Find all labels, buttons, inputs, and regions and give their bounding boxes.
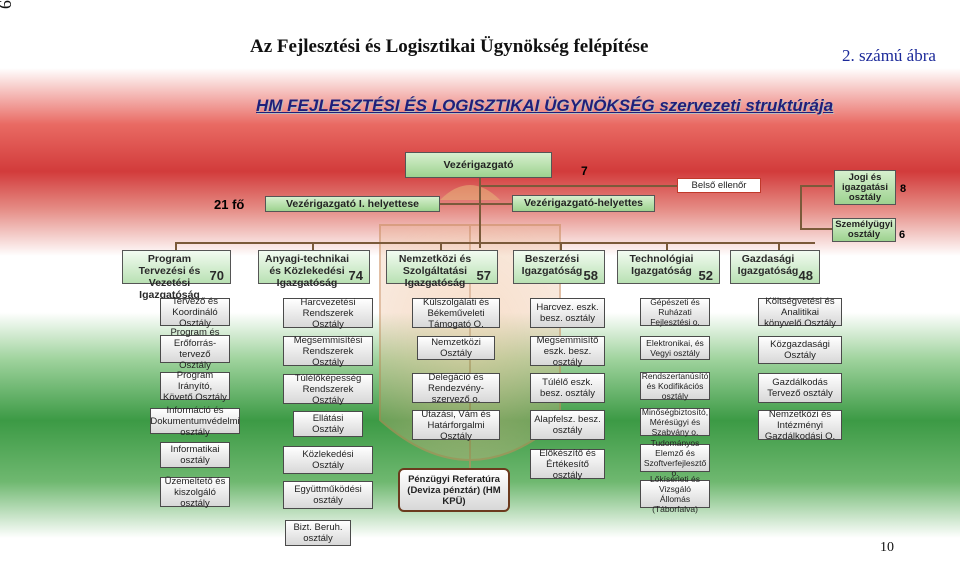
connector xyxy=(479,178,481,248)
dept-name: Beszerzési Igazgatóság xyxy=(521,253,583,277)
dept-international: Nemzetközi és Szolgáltatási Igazgatóság … xyxy=(386,250,498,289)
deputy2-box: Vezérigazgató-helyettes xyxy=(512,195,655,212)
connector xyxy=(560,242,562,250)
unit-box: Ellátási Osztály xyxy=(293,411,363,437)
unit-box: Informatikai osztály xyxy=(160,442,230,468)
dept-procurement: Beszerzési Igazgatóság 58 xyxy=(513,250,605,284)
connector xyxy=(312,242,314,250)
unit-box: Túlélőképesség Rendszerek Osztály xyxy=(283,373,373,406)
hr-box: Személyügyi osztály xyxy=(832,218,896,242)
unit-box: Pénzügyi Referatúra (Deviza pénztár) (HM… xyxy=(398,468,510,512)
unit-box: Közlekedési Osztály xyxy=(283,446,373,474)
unit-box: Költségvetési és Analitikai könyvelő Osz… xyxy=(758,296,842,329)
figure-label: 2. számú ábra xyxy=(842,46,936,65)
connector xyxy=(175,242,815,244)
unit-box: Program Irányító, Követő Osztály xyxy=(160,370,230,403)
dept-count: 52 xyxy=(698,268,713,283)
dept-economic: Gazdasági Igazgatóság 48 xyxy=(730,250,820,284)
unit-box: Program és Erőforrás-tervező Osztály xyxy=(160,327,230,371)
unit-box: Külszolgálati és Békeműveleti Támogató O… xyxy=(412,297,500,330)
deputy1-box: Vezérigazgató I. helyettese xyxy=(265,196,440,212)
dept-count: 58 xyxy=(583,268,598,283)
unit-box: Lőkísérleti és Vizsgáló Állomás (Táborfa… xyxy=(640,474,710,514)
director-box: Vezérigazgató xyxy=(405,152,552,178)
unit-box: Minőségbiztosító, Mérésügyi és Szabvány … xyxy=(640,407,710,437)
dept-count: 48 xyxy=(798,268,813,283)
connector xyxy=(778,242,780,250)
director-count: 7 xyxy=(581,164,588,178)
dept-count: 70 xyxy=(209,268,224,283)
dept-count: 74 xyxy=(348,268,363,283)
unit-box: Tudományos Elemző és Szoftverfejlesztő o… xyxy=(640,438,710,478)
unit-box: Harcvezetési Rendszerek Osztály xyxy=(283,297,373,330)
unit-box: Tervező és Koordináló Osztály xyxy=(160,296,230,329)
unit-box: Megsemmisítő eszk. besz. osztály xyxy=(530,335,605,368)
connector xyxy=(440,203,540,205)
unit-box: Elektronikai, és Vegyi osztály xyxy=(640,336,710,360)
connector xyxy=(440,242,442,250)
unit-box: Rendszertanúsító és Kodifikációs osztály xyxy=(640,371,710,401)
dept-name: Program Tervezési és Vezetési Igazgatósá… xyxy=(138,253,201,301)
unit-box: Információ és Dokumentumvédelmi osztály xyxy=(150,404,240,438)
dept-count: 57 xyxy=(476,268,491,283)
unit-box: Alapfelsz. besz. osztály xyxy=(530,410,605,440)
dept-name: Anyagi-technikai és Közlekedési Igazgató… xyxy=(264,253,350,289)
connector xyxy=(802,228,832,230)
page-number-top: 9 xyxy=(0,0,15,9)
unit-box: Túlélő eszk. besz. osztály xyxy=(530,373,605,403)
unit-box: Előkészítő és Értékesítő osztály xyxy=(530,448,605,481)
unit-box: Megsemmisítési Rendszerek Osztály xyxy=(283,335,373,368)
connector xyxy=(800,185,802,230)
internal-audit-box: Belső ellenőr xyxy=(677,178,761,193)
dept-name: Technológiai Igazgatóság xyxy=(629,253,694,277)
unit-box: Nemzetközi Osztály xyxy=(417,336,495,360)
dept-logistics: Anyagi-technikai és Közlekedési Igazgató… xyxy=(258,250,370,289)
connector xyxy=(481,185,761,187)
legal-count: 8 xyxy=(900,183,907,195)
unit-box: Delegáció és Rendezvény-szervező o. xyxy=(412,372,500,405)
unit-box: Együttműködési osztály xyxy=(283,481,373,509)
unit-box: Közgazdasági Osztály xyxy=(758,336,842,364)
unit-box: Utazási, Vám és Határforgalmi Osztály xyxy=(412,409,500,442)
unit-box: Bizt. Beruh. osztály xyxy=(285,520,351,546)
page-number-bottom: 10 xyxy=(880,540,894,555)
dept-name: Nemzetközi és Szolgáltatási Igazgatóság xyxy=(398,253,472,289)
unit-box: Gépészeti és Ruházati Fejlesztési o. xyxy=(640,297,710,327)
connector xyxy=(802,185,832,187)
connector xyxy=(175,242,177,250)
unit-box: Gazdálkodás Tervező osztály xyxy=(758,373,842,403)
page-title: Az Fejlesztési és Logisztikai Ügynökség … xyxy=(250,36,649,57)
connector xyxy=(666,242,668,250)
unit-box: Nemzetközi és Intézményi Gazdálkodási O. xyxy=(758,409,842,442)
dept-program: Program Tervezési és Vezetési Igazgatósá… xyxy=(122,250,231,301)
legal-box: Jogi és igazgatási osztály xyxy=(834,170,896,205)
chart-title: HM FEJLESZTÉSI ÉS LOGISZTIKAI ÜGYNÖKSÉG … xyxy=(256,96,834,115)
dept-technology: Technológiai Igazgatóság 52 xyxy=(617,250,720,284)
hr-count: 6 xyxy=(899,229,906,241)
deputy1-count: 21 fő xyxy=(214,197,245,212)
unit-box: Üzemeltető és kiszolgáló osztály xyxy=(160,476,230,509)
dept-name: Gazdasági Igazgatóság xyxy=(737,253,799,277)
unit-box: Harcvez. eszk. besz. osztály xyxy=(530,298,605,328)
